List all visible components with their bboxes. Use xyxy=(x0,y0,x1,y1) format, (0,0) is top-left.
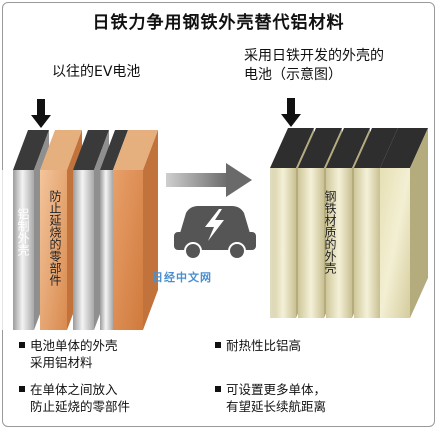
bullet-right-2-line1: 可设置更多单体， xyxy=(226,382,327,397)
bullet-left-2-line1: 在单体之间放入 xyxy=(30,382,118,397)
right-panel-heading-line1: 采用日铁开发的外壳的 xyxy=(244,48,384,64)
left-panel-heading: 以往的EV电池 xyxy=(52,64,141,80)
bullet-right-1-line1: 耐热性比铝高 xyxy=(226,338,302,353)
diagram-title: 日铁力争用钢铁外壳替代铝材料 xyxy=(92,13,345,33)
bullet-left-1-line2: 采用铝材料 xyxy=(30,355,93,370)
down-arrow-icon xyxy=(281,98,301,127)
steel-case-label: 钢铁材质的外壳 xyxy=(323,190,337,274)
bullet-left-2: 在单体之间放入 防止延烧的零部件 xyxy=(19,381,131,415)
lightning-bolt-icon xyxy=(205,209,224,241)
bullet-right-2: 可设置更多单体， 有望延长续航距离 xyxy=(215,381,327,415)
down-arrow-icon xyxy=(31,99,51,128)
bullet-right-2-line2: 有望延长续航距离 xyxy=(226,399,327,414)
aluminum-case-label: 铝制外壳 xyxy=(16,208,30,256)
right-cell-4 xyxy=(354,128,428,318)
right-panel-heading-line2: 电池（示意图） xyxy=(244,67,342,83)
left-cell-3 xyxy=(100,130,158,330)
bullet-left-1: 电池单体的外壳 采用铝材料 xyxy=(19,337,118,371)
fireproof-part-label: 防止延烧的零部件 xyxy=(48,190,62,286)
electric-car-icon xyxy=(174,206,256,260)
bullet-left-1-line1: 电池单体的外壳 xyxy=(30,338,118,353)
watermark-logo: 日经中文网 xyxy=(152,271,212,284)
bullet-left-2-line2: 防止延烧的零部件 xyxy=(30,399,131,414)
right-arrow-icon xyxy=(166,163,252,197)
bullet-right-1: 耐热性比铝高 xyxy=(215,337,302,354)
